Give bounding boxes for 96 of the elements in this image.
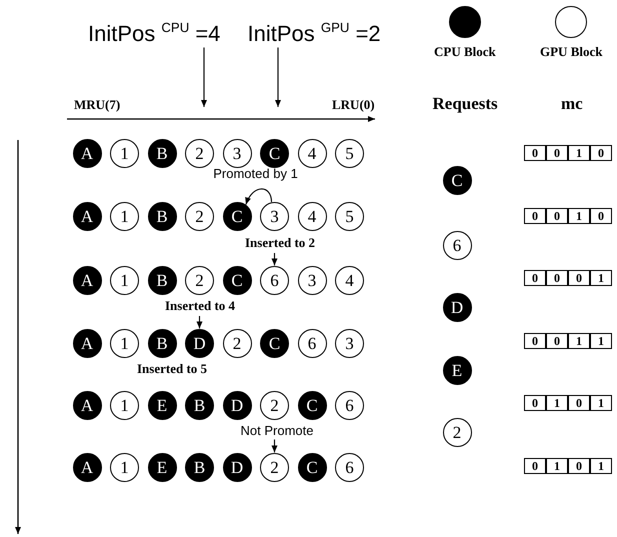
cache-block-circle: A — [72, 202, 102, 230]
cache-block-circle: A — [72, 452, 102, 482]
cache-block-circle: C — [260, 328, 289, 358]
register-bit: 1 — [590, 458, 612, 474]
register-bit: 0 — [546, 333, 568, 349]
cache-block-circle: 2 — [185, 138, 214, 168]
register-bit: 1 — [546, 458, 568, 474]
legend-label: GPU Block — [540, 44, 602, 60]
arrow — [201, 48, 207, 107]
cache-block-circle: D — [222, 390, 252, 420]
cache-block-circle: E — [148, 390, 176, 420]
cache-block-circle: C — [260, 138, 289, 168]
cache-block-circle: A — [72, 266, 102, 294]
request-block-circle: D — [442, 292, 472, 322]
axis-label: LRU(0) — [332, 97, 375, 113]
cache-block-circle: B — [185, 390, 214, 420]
cache-block-circle: C — [298, 452, 326, 482]
cache-block-circle: B — [185, 452, 214, 482]
register-bit: 0 — [524, 333, 546, 349]
register-bit: 1 — [546, 395, 568, 411]
cache-block-circle: 3 — [260, 202, 289, 230]
register-bit: 1 — [590, 395, 612, 411]
cache-block-circle: 3 — [335, 328, 364, 358]
cache-block-circle: 6 — [335, 390, 364, 420]
cache-block-circle: 2 — [185, 202, 214, 230]
register-bit: 0 — [524, 208, 546, 224]
request-block-circle: C — [442, 166, 472, 194]
request-block-circle: 2 — [442, 418, 472, 446]
init-position-label: InitPos $^{CPU}$ =4 — [88, 20, 220, 47]
cache-block-circle: 4 — [298, 138, 326, 168]
cache-block-circle: 1 — [110, 138, 139, 168]
cache-block-circle: D — [222, 452, 252, 482]
register-bit: 1 — [590, 333, 612, 349]
request-block-circle: E — [442, 356, 472, 384]
register-bit: 0 — [568, 270, 590, 286]
annotation-text: Inserted to 2 — [245, 235, 316, 251]
cache-block-circle: C — [298, 390, 326, 420]
cache-block-circle: D — [185, 328, 214, 358]
annotation-text: Inserted to 5 — [137, 361, 208, 377]
arrow — [245, 188, 272, 205]
legend-label: CPU Block — [434, 44, 496, 60]
cache-block-circle: 3 — [298, 266, 326, 294]
register-bit: 1 — [590, 270, 612, 286]
cache-block-circle: 5 — [335, 138, 364, 168]
cache-block-circle: B — [148, 266, 176, 294]
arrow — [275, 48, 281, 107]
cache-block-circle: A — [72, 390, 102, 420]
register-bit: 1 — [568, 208, 590, 224]
cache-block-circle: 2 — [260, 390, 289, 420]
cache-block-circle: A — [72, 328, 102, 358]
init-position-label: InitPos $^{GPU}$ =2 — [248, 20, 381, 47]
register-bit: 0 — [546, 270, 568, 286]
register-bit: 0 — [590, 145, 612, 161]
register-bit: 1 — [568, 145, 590, 161]
cache-block-circle: A — [72, 138, 102, 168]
register-bit: 0 — [568, 458, 590, 474]
arrow — [196, 316, 202, 328]
cache-block-circle: 1 — [110, 452, 139, 482]
register-bit: 0 — [546, 208, 568, 224]
cache-block-circle: C — [222, 202, 252, 230]
cache-block-circle: 4 — [298, 202, 326, 230]
request-block-circle: 6 — [442, 230, 472, 260]
register-bit: 0 — [524, 458, 546, 474]
cache-block-circle: 2 — [222, 328, 252, 358]
arrow — [272, 253, 278, 266]
register-bit: 0 — [524, 270, 546, 286]
annotation-text: Inserted to 4 — [165, 298, 236, 314]
cache-block-circle: 1 — [110, 266, 139, 294]
cache-block-circle: 1 — [110, 202, 139, 230]
arrow — [272, 440, 278, 452]
cache-block-circle: C — [222, 266, 252, 294]
axis-label: MRU(7) — [74, 97, 120, 113]
cache-block-circle: 4 — [335, 266, 364, 294]
register-bit: 0 — [524, 395, 546, 411]
annotation-text: Not Promote — [240, 422, 314, 438]
cache-block-circle: 1 — [110, 390, 139, 420]
cache-block-circle: B — [148, 138, 176, 168]
register-bit: 0 — [590, 208, 612, 224]
column-header: Requests — [432, 94, 498, 114]
cache-block-circle: 6 — [260, 266, 289, 294]
register-bit: 1 — [568, 333, 590, 349]
cache-block-circle: 3 — [222, 138, 252, 168]
cache-block-circle: 6 — [335, 452, 364, 482]
column-header: mc — [561, 94, 583, 114]
cache-block-circle: B — [148, 202, 176, 230]
cache-block-circle: 2 — [185, 266, 214, 294]
edge-label: Promoted by 1 — [213, 166, 298, 181]
register-bit: 0 — [546, 145, 568, 161]
cache-block-circle: 2 — [260, 452, 289, 482]
cache-block-circle: 1 — [110, 328, 139, 358]
register-bit: 0 — [568, 395, 590, 411]
cache-block-circle: B — [148, 328, 176, 358]
cache-block-circle: E — [148, 452, 176, 482]
cache-block-circle: 5 — [335, 202, 364, 230]
register-bit: 0 — [524, 145, 546, 161]
cache-block-circle: 6 — [298, 328, 326, 358]
